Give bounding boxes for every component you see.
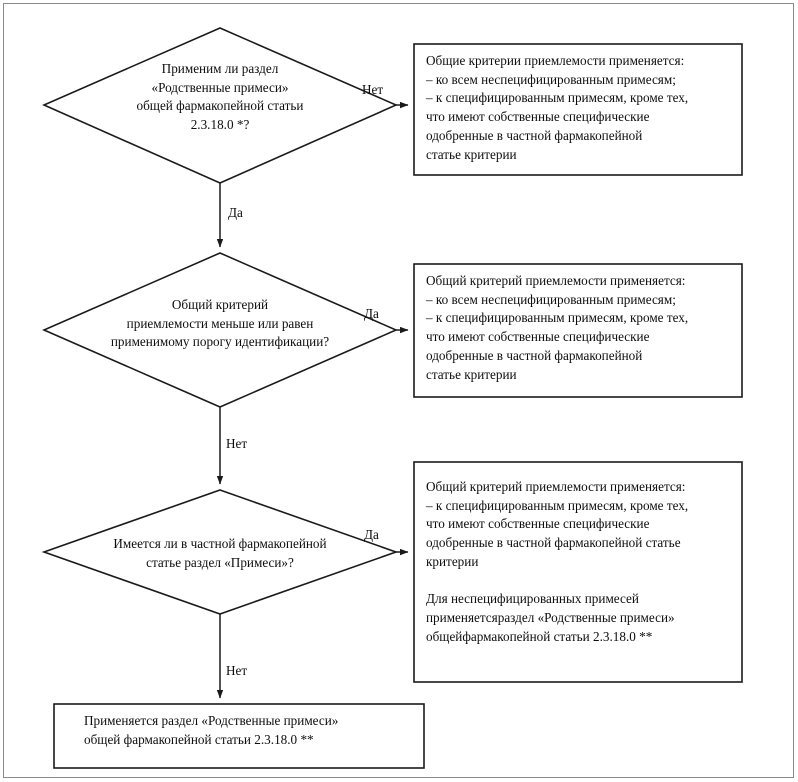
result-box-4-label: Применяется раздел «Родственные примеси»… [84,713,339,747]
result-box-1-label: Общие критерии приемлемости применяется:… [426,53,689,162]
result-box-2-shape [413,263,743,398]
edge-label-d1-d2: Да [228,205,243,220]
decision-node-1-label: Применим ли раздел «Родственные примеси»… [136,61,304,133]
edge-label-d3-b4: Нет [226,663,248,678]
edge-label-d2-b2: Да [364,306,379,321]
result-box-1-shape [413,43,743,176]
decision-node-3-label: Имеется ли в частной фармакопейной стать… [113,536,327,570]
decision-node-2-label: Общий критерий приемлемости меньше или р… [110,297,330,350]
result-box-2-label: Общий критерий приемлемости применяется:… [426,273,689,382]
edge-label-d3-b3: Да [364,527,379,542]
result-box-3-shape [413,461,743,683]
result-box-4-shape [53,703,425,769]
edge-label-d2-d3: Нет [226,436,248,451]
result-box-3-label: Общий критерий приемлемости применяется:… [426,479,689,644]
edge-label-d1-b1: Нет [362,82,384,97]
